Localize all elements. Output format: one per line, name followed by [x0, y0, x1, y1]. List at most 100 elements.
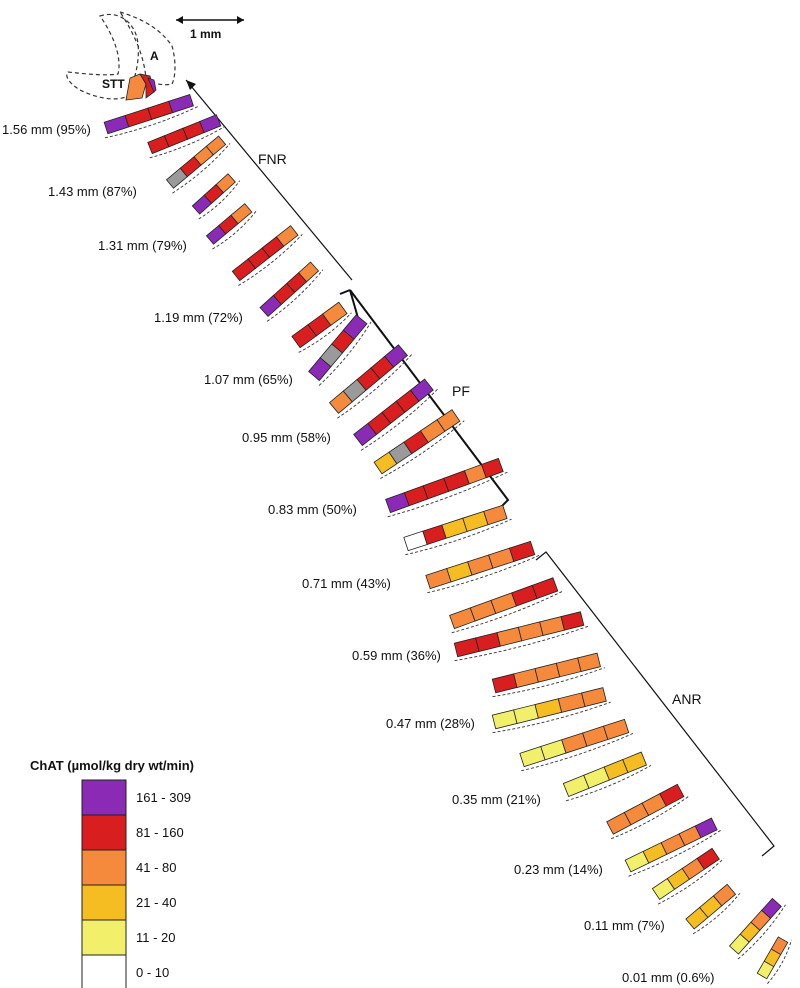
section-outline	[692, 892, 741, 935]
tissue-segment	[509, 540, 536, 562]
stt-section	[125, 73, 157, 101]
legend-swatch	[81, 779, 127, 816]
legend-item-label: 41 - 80	[136, 860, 176, 875]
tissue-segment	[491, 709, 518, 730]
tissue-segment	[275, 225, 299, 247]
tissue-segment	[453, 637, 480, 658]
tissue-section	[308, 314, 372, 386]
tissue-section	[519, 718, 634, 772]
tissue-section	[491, 652, 606, 698]
section-label: 0.23 mm (14%)	[514, 862, 603, 877]
section-label: 0.11 mm (7%)	[584, 918, 665, 933]
tissue-section	[562, 751, 652, 802]
section-outline	[405, 518, 512, 556]
section-outline	[266, 269, 324, 322]
tissue-segment	[696, 847, 720, 870]
scale-bar: 1 mm	[176, 16, 244, 41]
section-label: 0.35 mm (21%)	[452, 792, 541, 807]
tissue-segment	[712, 883, 737, 907]
section-outline	[238, 233, 303, 286]
tissue-segment	[519, 746, 546, 768]
tissue-segment	[534, 698, 563, 719]
tissue-section	[385, 457, 508, 518]
section-outline	[198, 180, 241, 220]
tissue-section	[606, 783, 689, 840]
tissue-section	[624, 817, 722, 877]
tissue-segment	[124, 107, 153, 128]
stt-label: STT	[102, 77, 125, 91]
tissue-segment	[446, 561, 473, 583]
section-outline	[492, 701, 611, 734]
legend-swatch	[81, 919, 127, 956]
tissue-segment	[557, 692, 586, 713]
legend-swatch	[81, 814, 127, 851]
tissue-section	[449, 577, 563, 634]
section-labels: 1.56 mm (95%) 1.43 mm (87%) 1.31 mm (79%…	[2, 122, 714, 985]
tissue-segment	[425, 568, 452, 590]
tissue-segment	[513, 704, 539, 724]
section-outline	[298, 312, 352, 353]
tissue-segment	[467, 554, 494, 576]
tissue-segment	[215, 173, 236, 194]
tissue-segment	[603, 718, 630, 740]
tissue-section	[191, 173, 241, 220]
section-outline	[427, 554, 540, 594]
section-outline	[454, 625, 589, 662]
tissue-segment	[342, 314, 368, 340]
tissue-segment	[539, 616, 565, 636]
section-label: 1.07 mm (65%)	[204, 372, 293, 387]
tissue-segment	[488, 547, 515, 569]
tissue-section	[728, 897, 786, 960]
legend-item-label: 161 - 309	[136, 790, 191, 805]
tissue-segment	[168, 93, 194, 114]
tissue-segment	[496, 626, 523, 647]
legend-swatch	[81, 884, 127, 921]
section-outline	[318, 321, 372, 386]
legend-title: ChAT (µmol/kg dry wt/min)	[30, 758, 194, 773]
tissue-segment	[322, 301, 348, 326]
tissue-segment	[462, 510, 489, 533]
region-fnr-label: FNR	[258, 151, 287, 167]
section-label: 0.59 mm (36%)	[352, 648, 441, 663]
tissue-segment	[582, 725, 609, 747]
legend-item-label: 21 - 40	[136, 895, 176, 910]
tissue-section	[147, 114, 226, 159]
tissue-segment	[560, 611, 585, 631]
tissue-segment	[483, 504, 508, 526]
legend-item-label: 0 - 10	[136, 965, 169, 980]
tissue-section	[259, 261, 324, 322]
section-outline	[657, 858, 725, 905]
tissue-segment	[577, 652, 601, 672]
amygdala-label: A	[150, 49, 159, 63]
tissue-segment	[384, 344, 409, 368]
tissue-segment	[581, 687, 607, 708]
tissue-section	[453, 611, 589, 662]
section-label: 1.43 mm (87%)	[48, 184, 137, 199]
section-label: 1.31 mm (79%)	[98, 238, 187, 253]
tissue-section	[651, 847, 725, 905]
tissue-segment	[298, 261, 320, 283]
tissue-segment	[103, 114, 130, 135]
section-outline	[172, 143, 231, 194]
tissue-section	[103, 93, 199, 139]
region-anr-bracket: ANR	[535, 551, 775, 857]
scale-bar-label: 1 mm	[190, 27, 221, 41]
stt-amygdala-outline	[66, 10, 176, 100]
tissue-section	[231, 225, 303, 286]
section-outline	[451, 591, 563, 634]
tissue-segment	[540, 739, 567, 761]
tissue-section	[373, 409, 465, 479]
section-outline	[767, 939, 792, 985]
tissue-segment	[199, 114, 222, 134]
tissue-segment	[561, 732, 588, 754]
tissue-segment	[531, 577, 559, 599]
section-outline	[628, 829, 722, 877]
section-label: 0.01 mm (0.6%)	[622, 970, 714, 985]
region-fnr-bracket: FNR	[185, 79, 353, 281]
section-label: 1.19 mm (72%)	[154, 310, 243, 325]
legend-swatch	[81, 849, 127, 886]
section-label: 0.83 mm (50%)	[268, 502, 357, 517]
tissue-segment	[770, 936, 789, 956]
